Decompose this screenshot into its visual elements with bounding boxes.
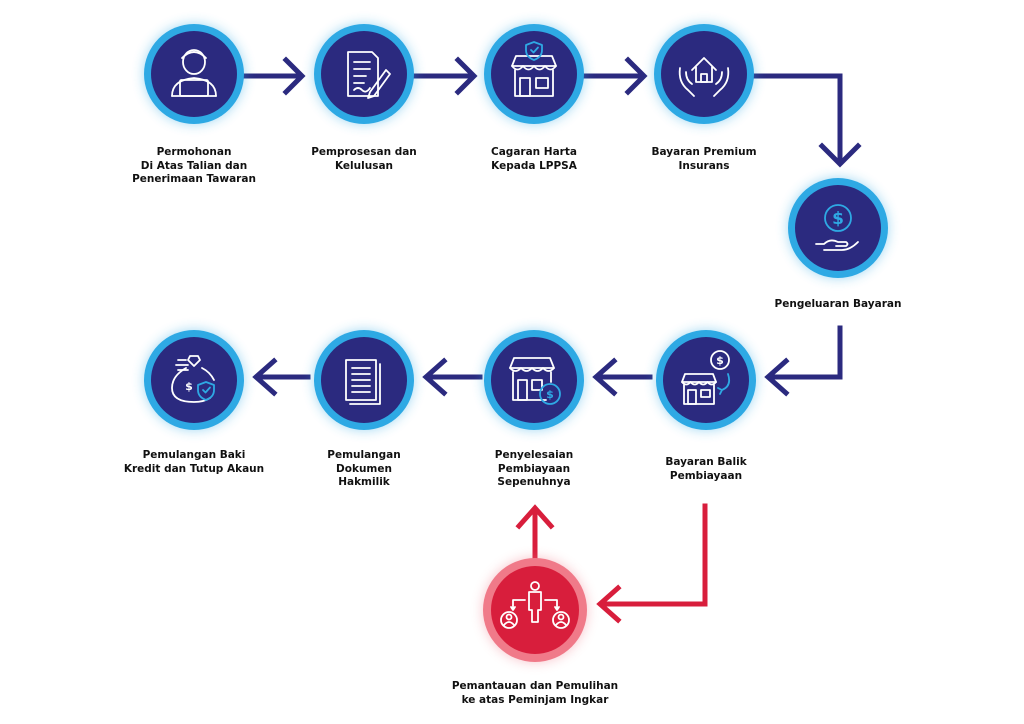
label-s7: Penyelesaian Pembiayaan Sepenuhnya — [494, 449, 574, 488]
step-processing-approval — [314, 24, 414, 124]
arrow-b1-s7 — [515, 504, 555, 561]
step-insurance-premium — [654, 24, 754, 124]
label-b1: Pemantauan dan Pemulihan ke atas Peminja… — [451, 680, 619, 706]
label-s5: Pengeluaran Bayaran — [774, 298, 902, 310]
label-s1: Permohonan Di Atas Talian dan Penerimaan… — [132, 146, 256, 185]
step-online-application — [144, 24, 244, 124]
arrow-s5-s6 — [764, 325, 843, 397]
step-full-settlement: $ — [484, 330, 584, 430]
svg-text:$: $ — [716, 354, 724, 367]
arrow-s4-s5 — [753, 73, 862, 168]
document-pen-icon — [347, 51, 391, 99]
shop-dollar-icon: $ — [509, 357, 561, 405]
arrow-s7-s8 — [422, 357, 483, 397]
arrow-s6-s7 — [592, 357, 653, 397]
house-hands-icon — [678, 57, 730, 97]
step-repayment: $ — [656, 330, 756, 430]
arrow-s6-b1 — [596, 503, 708, 624]
label-s3: Cagaran Harta Kepada LPPSA — [491, 146, 577, 172]
arrow-s3-s4 — [582, 56, 648, 96]
people-network-icon — [500, 581, 570, 629]
arrow-s2-s3 — [412, 56, 478, 96]
connectors — [241, 56, 862, 624]
label-s2: Pemprosesan dan Kelulusan — [311, 146, 417, 172]
shop-shield-icon — [511, 41, 557, 97]
step-credit-refund-close: $ — [144, 330, 244, 430]
svg-text:$: $ — [546, 388, 554, 401]
step-monitoring-recovery — [483, 558, 587, 662]
step-disbursement: $ — [788, 178, 888, 278]
label-s4: Bayaran Premium Insurans — [651, 146, 757, 172]
step-title-deed-return — [314, 330, 414, 430]
money-bag-shield-icon: $ — [171, 355, 215, 403]
shop-dollar-return-icon: $ — [681, 350, 731, 405]
svg-text:$: $ — [832, 209, 844, 229]
label-s8: Pemulangan Dokumen Hakmilik — [327, 449, 401, 488]
arrow-s1-s2 — [241, 56, 306, 96]
nodes: $ $ — [144, 24, 888, 662]
label-s9: Pemulangan Baki Kredit dan Tutup Akaun — [123, 449, 265, 475]
arrow-s8-s9 — [252, 357, 311, 397]
dollar-hand-icon: $ — [815, 204, 859, 251]
documents-stack-icon — [345, 359, 381, 405]
step-property-collateral — [484, 24, 584, 124]
label-s6: Bayaran Balik Pembiayaan — [665, 456, 747, 482]
person-laptop-icon — [171, 49, 217, 97]
svg-text:$: $ — [185, 380, 193, 393]
